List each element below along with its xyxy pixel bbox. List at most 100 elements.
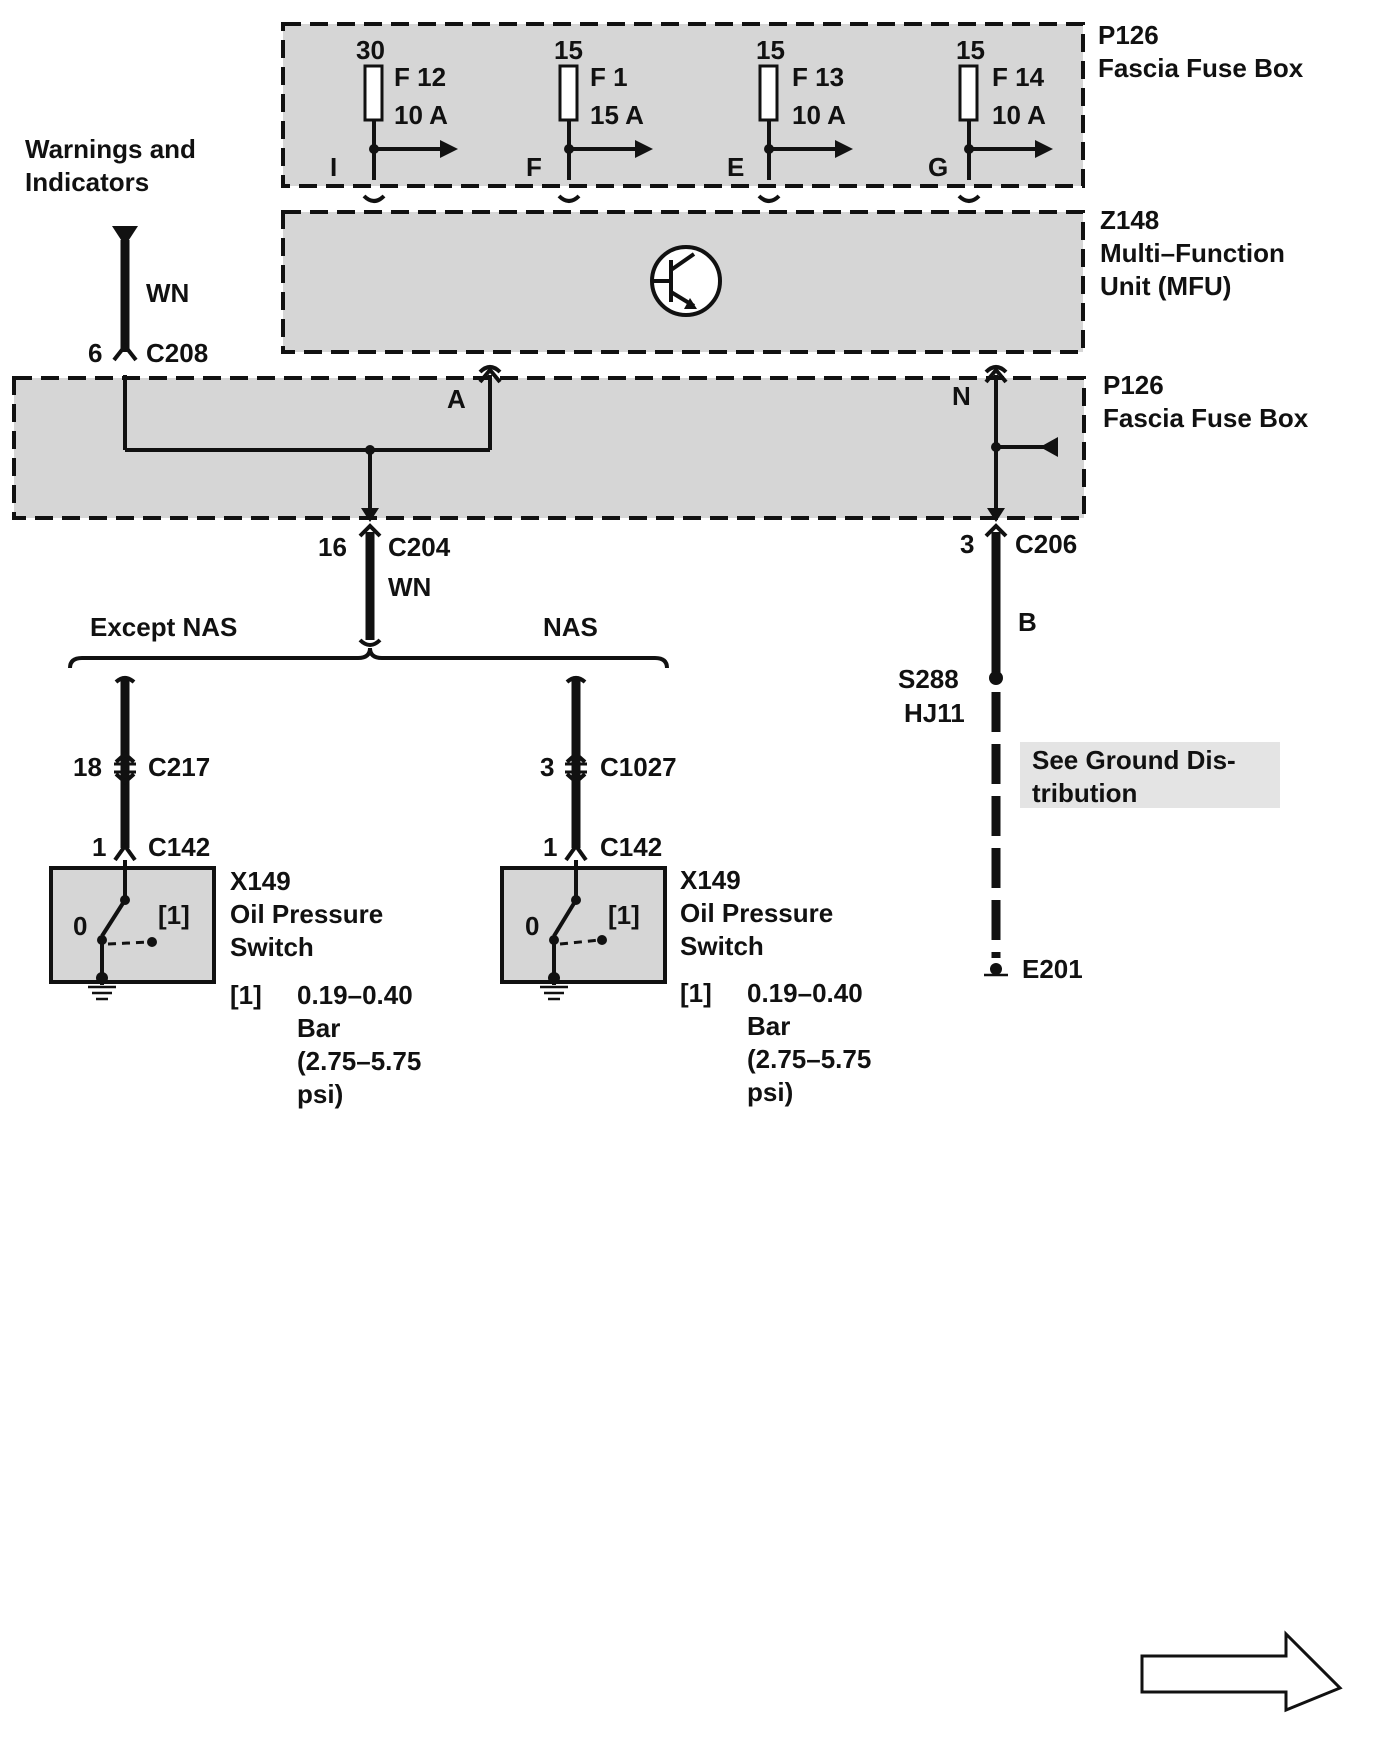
note-ref: [1] [230, 980, 262, 1010]
ground-icon [88, 972, 116, 1001]
ground-point-id: E201 [1022, 954, 1083, 984]
junction-dot [369, 144, 379, 154]
branch-connector1: C1027 [600, 752, 677, 782]
note-line2: Bar [747, 1011, 790, 1041]
fuse-f14: 15 F 14 10 A G [928, 35, 1053, 203]
note-line1: 0.19–0.40 [747, 978, 863, 1008]
fuse-icon [558, 64, 579, 122]
warnings-indicators: Warnings and Indicators WN 6 C208 [25, 134, 208, 368]
switch-state-on: [1] [158, 900, 190, 930]
warnings-line1: Warnings and [25, 134, 196, 164]
switch-code: X149 [230, 866, 291, 896]
connector-icon [362, 194, 386, 203]
switch-name-line2: Switch [680, 931, 764, 961]
branch-nas: NAS 3 C1027 1 C142 0 [1] X149 Oil Pressu… [500, 612, 871, 1107]
right-arrow-icon[interactable] [1140, 1630, 1343, 1713]
fuse-box-top-code: P126 [1098, 20, 1159, 50]
branch-label: Except NAS [90, 612, 237, 642]
note-ref: [1] [680, 978, 712, 1008]
splice-dot [989, 671, 1003, 685]
fuse-f12: 30 F 12 10 A I [330, 35, 458, 203]
arrow-left-icon [1040, 437, 1058, 457]
harness-id: HJ11 [904, 698, 965, 728]
main-wire: 16 C204 WN [68, 523, 669, 669]
fuse-rating: 10 A [992, 100, 1046, 130]
see-ground-line1: See Ground Dis- [1032, 745, 1236, 775]
mfu-name-line1: Multi–Function [1100, 238, 1285, 268]
branch-pin2: 1 [543, 832, 557, 862]
branch-connector2: C142 [600, 832, 662, 862]
arrow-right-icon [835, 140, 853, 158]
connector-icon [478, 366, 502, 384]
see-ground-note-bg [1020, 742, 1280, 808]
connector-icon [114, 676, 136, 684]
fuse-supply: 15 [554, 35, 583, 65]
fuse-box-bottom-pin-a: A [447, 384, 466, 414]
ground-wire-color: B [1018, 607, 1037, 637]
fuse-supply: 15 [756, 35, 785, 65]
branch-pin2: 1 [92, 832, 106, 862]
connector-icon [112, 342, 138, 362]
switch-state-off: 0 [73, 911, 87, 941]
branch-pin1: 18 [73, 752, 102, 782]
warnings-wire-color: WN [146, 278, 189, 308]
fuse-rating: 15 A [590, 100, 644, 130]
note-line1: 0.19–0.40 [297, 980, 413, 1010]
fuse-box-top: P126 Fascia Fuse Box 30 F 12 10 A I 15 F… [281, 20, 1304, 203]
switch-state-on: [1] [608, 900, 640, 930]
fuse-id: F 14 [992, 62, 1045, 92]
warnings-connector: C208 [146, 338, 208, 368]
ground-point-icon [984, 963, 1008, 977]
see-ground-line2: tribution [1032, 778, 1137, 808]
oil-switch-box [49, 866, 216, 984]
inline-connector-icon [565, 751, 587, 785]
branch-connector1: C217 [148, 752, 210, 782]
transistor-icon [650, 245, 722, 317]
fuse-pin: I [330, 152, 337, 182]
fuse-f13: 15 F 13 10 A E [727, 35, 853, 203]
note-line3: (2.75–5.75 [297, 1046, 421, 1076]
arrow-right-icon [635, 140, 653, 158]
note-line3: (2.75–5.75 [747, 1044, 871, 1074]
ground-wire: 3 C206 B S288 HJ11 See Ground Dis- tribu… [898, 523, 1280, 984]
main-wire-color: WN [388, 572, 431, 602]
arrow-right-icon [440, 140, 458, 158]
fuse-box-top-name: Fascia Fuse Box [1098, 53, 1304, 83]
inline-connector-icon [114, 751, 136, 785]
fuse-supply: 15 [956, 35, 985, 65]
junction-dot [964, 144, 974, 154]
arrow-down-icon [987, 508, 1005, 522]
junction-dot [991, 442, 1001, 452]
connector-icon [358, 523, 382, 538]
fuse-icon [758, 64, 779, 122]
ground-icon [540, 972, 568, 1001]
fuse-box-bottom-code: P126 [1103, 370, 1164, 400]
mfu-name-line2: Unit (MFU) [1100, 271, 1231, 301]
switch-name-line1: Oil Pressure [680, 898, 833, 928]
connector-icon [564, 842, 588, 862]
connector-icon [984, 523, 1008, 538]
splice-id: S288 [898, 664, 959, 694]
fuse-id: F 1 [590, 62, 628, 92]
fuse-id: F 12 [394, 62, 446, 92]
junction-dot [564, 144, 574, 154]
branch-brace [68, 647, 669, 669]
fuse-rating: 10 A [792, 100, 846, 130]
switch-name-line1: Oil Pressure [230, 899, 383, 929]
fuse-pin: G [928, 152, 948, 182]
fuse-id: F 13 [792, 62, 844, 92]
arrow-down-icon [361, 508, 379, 522]
branch-connector2: C142 [148, 832, 210, 862]
branch-except-nas: Except NAS 18 C217 1 C142 0 [1] X149 Oil… [49, 612, 421, 1109]
connector-icon [358, 638, 382, 647]
switch-state-off: 0 [525, 911, 539, 941]
oil-switch-box [500, 866, 667, 984]
switch-code: X149 [680, 865, 741, 895]
connector-icon [113, 842, 137, 862]
fuse-icon [363, 64, 384, 122]
ground-wire-pin: 3 [960, 529, 974, 559]
warnings-line2: Indicators [25, 167, 149, 197]
main-wire-pin: 16 [318, 532, 347, 562]
fuse-rating: 10 A [394, 100, 448, 130]
